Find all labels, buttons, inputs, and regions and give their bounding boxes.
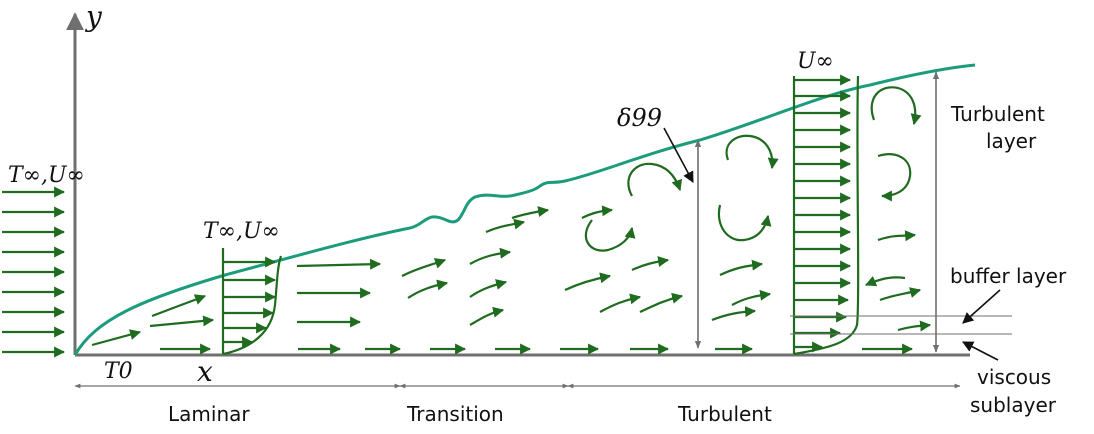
y-axis-label: y [84,0,103,33]
viscous-label-line2: sublayer [970,393,1057,417]
inlet-velocity-arrows [2,186,66,358]
turbulent-layer-label-line1: Turbulent [950,102,1045,126]
viscous-sublayer-pointer [962,341,999,361]
delta99-pointer [663,127,694,183]
buffer-layer-pointer [962,289,1001,324]
turbulent-layer-label-line2: layer [986,129,1037,153]
laminar-velocity-profile [221,248,283,356]
viscous-label-line1: viscous [977,365,1051,389]
boundary-layer-edge [73,63,976,356]
inlet-label: T∞,U∞ [8,163,85,188]
turbulent-velocity-profile [792,74,860,356]
turbulent-flow-arrows [560,205,932,355]
laminar-flow-arrows [91,258,382,355]
delta99-label: δ99 [617,104,662,132]
u-inf-top-label: U∞ [797,49,834,74]
laminar-profile-label: T∞,U∞ [203,219,280,244]
wall-temperature-label: T0 [104,359,133,384]
x-axis-label: x [197,355,213,388]
region-label-laminar: Laminar [168,402,250,426]
region-label-turbulent: Turbulent [677,402,772,426]
turbulent-eddies [584,86,922,252]
buffer-layer-label: buffer layer [950,264,1067,288]
transition-flow-arrows [365,206,550,355]
region-label-transition: Transition [406,402,504,426]
